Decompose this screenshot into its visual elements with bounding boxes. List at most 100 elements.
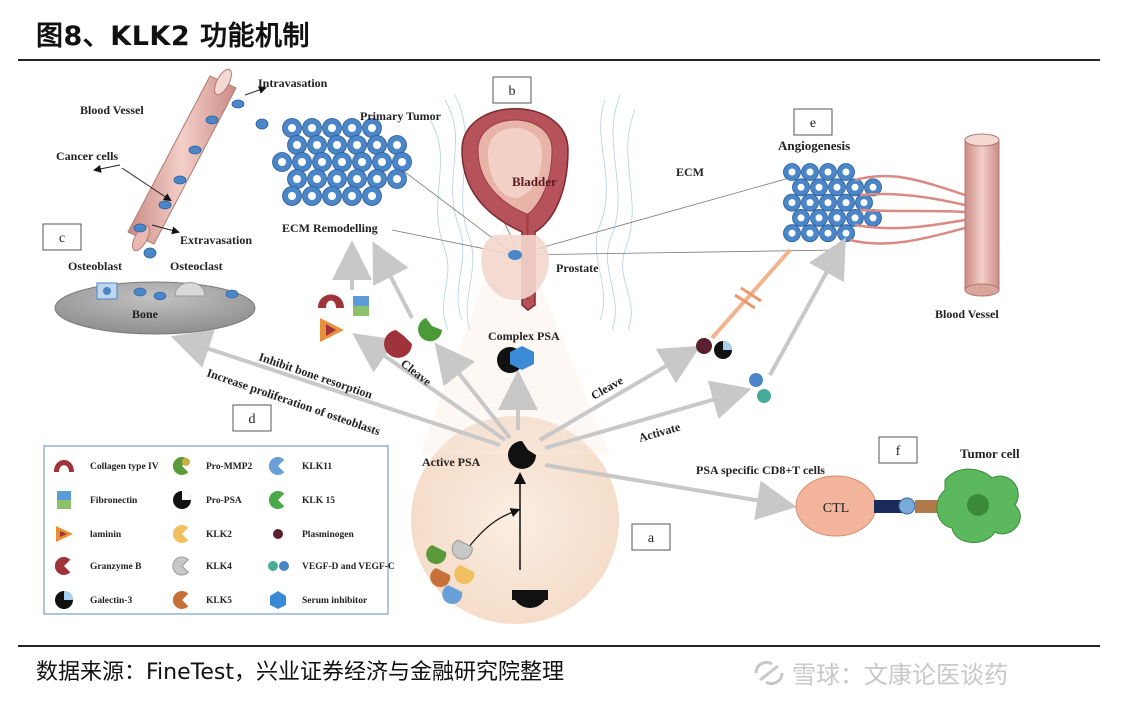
- panel-label-c: c: [59, 231, 65, 246]
- legend-label: KLK2: [206, 530, 232, 540]
- label-blood-vessel-left: Blood Vessel: [80, 103, 144, 117]
- panel-label-d: d: [249, 412, 256, 427]
- ecm-substrate-molecules: [318, 294, 442, 358]
- angiogenesis-cells: [783, 163, 882, 243]
- angio-cell-nucleus: [869, 183, 877, 191]
- legend-label: laminin: [90, 530, 122, 540]
- angio-cell-nucleus: [824, 168, 832, 176]
- complex-psa-icon: [497, 346, 534, 373]
- pro-psa-icon: [173, 491, 191, 509]
- tumor-cell-nucleus: [333, 175, 341, 183]
- fibronectin-icon: [57, 491, 71, 509]
- tumor-cell-nucleus: [373, 175, 381, 183]
- klk15-icon: [268, 491, 285, 509]
- tumor-cell-nucleus: [278, 158, 286, 166]
- tumor-cell-nucleus: [313, 141, 321, 149]
- vegf-icon: [268, 561, 289, 571]
- laminin-icon: [56, 526, 73, 542]
- right-blood-vessel: [964, 133, 1000, 297]
- angio-cell-nucleus: [806, 168, 814, 176]
- tumor-cell-nucleus: [393, 175, 401, 183]
- klk5-icon: [172, 591, 189, 609]
- klk11-icon: [268, 457, 285, 475]
- angio-cell-nucleus: [833, 214, 841, 222]
- label-tumor-cell: Tumor cell: [960, 446, 1020, 461]
- tumor-cell-nucleus: [298, 158, 306, 166]
- label-bladder: Bladder: [512, 174, 557, 189]
- serum-inhibitor-icon: [270, 591, 286, 609]
- primary-tumor-cells: [272, 118, 412, 206]
- angio-cell-nucleus: [788, 229, 796, 237]
- active-psa-icon: [508, 441, 536, 469]
- tumor-cell-nucleus: [288, 192, 296, 200]
- angio-cell-nucleus: [806, 229, 814, 237]
- label-ecm: ECM: [676, 165, 704, 179]
- tumor-cell-nucleus: [288, 124, 296, 132]
- legend-label: Granzyme B: [90, 562, 142, 572]
- tumor-cell-nucleus: [358, 158, 366, 166]
- label-ctl: CTL: [823, 501, 849, 516]
- plasminogen-inhibition: [710, 248, 792, 340]
- panel-label-b: b: [509, 84, 516, 99]
- top-rule: [18, 59, 1100, 61]
- tumor-cell-nucleus: [333, 141, 341, 149]
- tumor-cell-nucleus: [348, 124, 356, 132]
- source-note: 数据来源：FineTest，兴业证券经济与金融研究院整理: [36, 660, 564, 685]
- label-prostate: Prostate: [556, 261, 599, 275]
- bone: [54, 281, 256, 335]
- label-cleave-right: Cleave: [589, 373, 627, 403]
- tumor-cell-nucleus: [293, 141, 301, 149]
- panel-label-f: f: [896, 444, 901, 459]
- ctl-cell: [795, 475, 945, 537]
- tumor-cell-nucleus: [328, 192, 336, 200]
- klk2-icon: [172, 525, 189, 543]
- tumor-cell-nucleus: [378, 158, 386, 166]
- vegf-molecules: [749, 373, 771, 403]
- legend-label: KLK 15: [302, 496, 335, 506]
- angio-cell-nucleus: [815, 183, 823, 191]
- tumor-cell-nucleus: [353, 141, 361, 149]
- tumor-cell-nucleus: [313, 175, 321, 183]
- legend-label: KLK4: [206, 562, 232, 572]
- label-intravasation: Intravasation: [258, 76, 328, 90]
- legend-label: Collagen type IV: [90, 462, 159, 472]
- label-ecm-remodelling: ECM Remodelling: [282, 221, 378, 235]
- legend-label: Plasminogen: [302, 530, 354, 540]
- tumor-cell-nucleus: [368, 124, 376, 132]
- granzyme-b-icon: [54, 556, 71, 575]
- angiogenesis-capillaries: [849, 174, 966, 245]
- label-activate: Activate: [637, 419, 682, 444]
- angio-cell-nucleus: [788, 168, 796, 176]
- label-angiogenesis: Angiogenesis: [778, 138, 850, 153]
- tumor-cell-nucleus: [328, 124, 336, 132]
- tumor-cell-nucleus: [398, 158, 406, 166]
- snowball-logo-icon: [754, 660, 784, 685]
- tumor-cell-nucleus: [318, 158, 326, 166]
- angio-cell-nucleus: [815, 214, 823, 222]
- gray-arrows: [170, 237, 846, 521]
- plasminogen-icon: [273, 529, 283, 539]
- tumor-cell: [936, 468, 1021, 544]
- angio-cell-nucleus: [851, 183, 859, 191]
- tumor-cell-nucleus: [308, 192, 316, 200]
- label-osteoclast: Osteoclast: [170, 259, 223, 273]
- plasminogen-galectin-molecules: [696, 338, 732, 359]
- legend-label: KLK11: [302, 462, 332, 472]
- collagen-icon: [54, 460, 74, 472]
- bottom-rule: [18, 645, 1100, 647]
- legend-label: Serum inhibitor: [302, 596, 368, 606]
- label-psa-cd8: PSA specific CD8+T cells: [696, 463, 825, 477]
- angio-cell-nucleus: [860, 199, 868, 207]
- label-active-psa: Active PSA: [422, 455, 481, 469]
- tumor-cell-nucleus: [348, 192, 356, 200]
- watermark: 雪球：文康论医谈药: [752, 655, 1008, 690]
- legend-label: KLK5: [206, 596, 232, 606]
- tumor-cell-nucleus: [308, 124, 316, 132]
- tumor-cell-nucleus: [293, 175, 301, 183]
- angio-cell-nucleus: [806, 199, 814, 207]
- tumor-cell-nucleus: [338, 158, 346, 166]
- pro-mmp2-icon: [172, 457, 190, 475]
- angio-cell-nucleus: [797, 183, 805, 191]
- angio-cell-nucleus: [833, 183, 841, 191]
